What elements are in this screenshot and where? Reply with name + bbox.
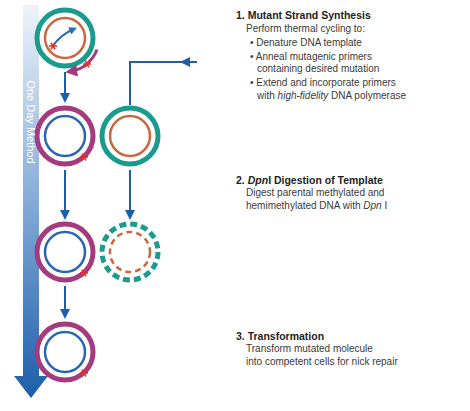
step-text: high-fidelity — [278, 90, 329, 101]
mutation-mark — [49, 43, 57, 50]
step-text-line: • Anneal mutagenic primers — [250, 51, 372, 63]
process-label: One Day Method — [24, 57, 38, 187]
step-text: Perform thermal cycling to: — [246, 23, 365, 34]
step-heading: I Digestion of Template — [268, 174, 383, 186]
step-text-line: Digest parental methylated and — [246, 187, 384, 199]
step-text-line: containing desired mutation — [257, 63, 379, 75]
flow-arrow — [64, 72, 66, 101]
template-strand — [37, 10, 93, 66]
mutant-strand — [37, 108, 93, 164]
mutant-strand — [37, 224, 93, 280]
step-text-line: Transform mutated molecule — [246, 343, 373, 355]
cycle-arrowhead — [180, 57, 190, 67]
step-text: DNA polymerase — [331, 90, 406, 101]
template-strand — [45, 18, 85, 58]
mutation-mark — [80, 270, 88, 277]
digested-template — [102, 224, 158, 280]
step-text-line: Perform thermal cycling to: — [246, 23, 365, 35]
step-text-line: into competent cells for nick repair — [246, 356, 398, 368]
step-text: hemimethylated DNA with — [246, 200, 361, 211]
mutagenic-primer — [53, 29, 74, 46]
step-heading: 3. Transformation — [236, 330, 324, 342]
mutant-strand — [45, 116, 85, 156]
step-text: Digest parental methylated and — [246, 187, 384, 198]
step-heading: 1. Mutant Strand Synthesis — [236, 9, 371, 21]
step-text-line: • Extend and incorporate primers — [250, 77, 396, 89]
mutant-strand — [45, 332, 85, 372]
flow-arrow — [129, 170, 131, 218]
step-text: Transform mutated molecule — [246, 343, 373, 354]
mutant-strand — [37, 324, 93, 380]
flow-arrow — [64, 170, 66, 218]
step-text: into competent cells for nick repair — [246, 356, 398, 367]
mutation-mark — [80, 370, 88, 377]
step-heading: Dpn — [248, 174, 268, 186]
step-text: containing desired mutation — [257, 63, 379, 74]
step-text: with — [257, 90, 275, 101]
step-text: • Extend and incorporate primers — [250, 77, 396, 88]
step-heading-line: 1. Mutant Strand Synthesis — [236, 9, 371, 21]
step-text: I — [384, 200, 387, 211]
step-heading: 2. — [236, 174, 245, 186]
step-heading-line: 3. Transformation — [236, 330, 324, 342]
digested-template — [110, 232, 150, 272]
step-text: Dpn — [363, 200, 381, 211]
step-text-line: • Denature DNA template — [250, 37, 362, 49]
mutation-mark — [83, 61, 91, 68]
flow-arrow — [64, 286, 66, 317]
mutant-strand — [45, 232, 85, 272]
step-heading-line: 2.DpnI Digestion of Template — [236, 174, 383, 186]
template-strand — [110, 116, 150, 156]
step-text: • Denature DNA template — [250, 37, 362, 48]
step-text: • Anneal mutagenic primers — [250, 51, 372, 62]
mutation-mark — [80, 154, 88, 161]
step-text-line: withhigh-fidelityDNA polymerase — [257, 90, 406, 102]
cycle-arrow — [130, 62, 197, 105]
step-text-line: hemimethylated DNA withDpnI — [246, 200, 387, 212]
mutagenic-primer — [70, 50, 97, 72]
template-strand — [102, 108, 158, 164]
